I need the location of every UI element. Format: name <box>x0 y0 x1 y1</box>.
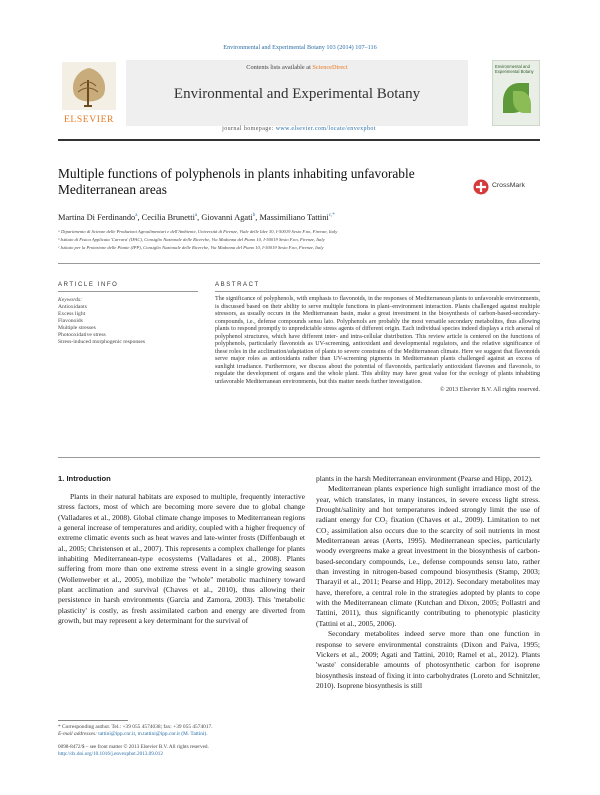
keyword: Photooxidative stress <box>58 332 106 338</box>
crossmark-badge[interactable]: CrossMark <box>473 177 543 199</box>
journal-homepage: journal homepage: www.elsevier.com/locat… <box>222 126 376 132</box>
abstract-text: The significance of polyphenols, with em… <box>215 296 540 386</box>
intro-column-left: Plants in their natural habitats are exp… <box>58 492 305 626</box>
header-rule <box>58 139 540 141</box>
homepage-link[interactable]: www.elsevier.com/locate/envexpbot <box>275 126 376 132</box>
corresponding-author-note: * Corresponding author. Tel.: +39 055 45… <box>58 724 213 730</box>
paragraph: Plants in their natural habitats are exp… <box>58 492 305 626</box>
elsevier-logo: ELSEVIER <box>58 60 120 126</box>
author-list: Martina Di Ferdinandoa, Cecilia Brunetti… <box>58 213 335 222</box>
section-rule <box>58 457 540 458</box>
affiliation: ᶜ Istituto per la Protezione delle Piant… <box>58 245 324 250</box>
affiliation: ᵇ Istituto di Fisica Applicata 'Carrara'… <box>58 237 325 242</box>
sciencedirect-link[interactable]: ScienceDirect <box>312 64 348 71</box>
divider <box>215 291 540 292</box>
doi-link[interactable]: http://dx.doi.org/10.1016/j.envexpbot.20… <box>58 751 163 757</box>
keywords-label: Keywords: <box>58 297 83 303</box>
keyword: Stress-induced morphogenic responses <box>58 339 145 345</box>
author[interactable]: Giovanni Agati <box>201 213 253 222</box>
keyword: Antioxidants <box>58 304 87 310</box>
keyword: Multiple stresses <box>58 325 96 331</box>
paragraph: Secondary metabolites indeed serve more … <box>316 629 540 690</box>
issn-line: 0098-8472/$ – see front matter © 2013 El… <box>58 744 209 750</box>
paragraph: Mediterranean plants experience high sun… <box>316 484 540 628</box>
journal-name: Environmental and Experimental Botany <box>173 86 421 102</box>
cover-title: Environmental and Experimental Botany <box>495 64 534 75</box>
keyword: Excess light <box>58 311 86 317</box>
keywords-block: Keywords: Antioxidants Excess light Flav… <box>58 297 198 346</box>
contents-line: Contents lists available at ScienceDirec… <box>246 64 348 71</box>
intro-column-right: plants in the harsh Mediterranean enviro… <box>316 474 540 691</box>
footnote-rule <box>58 720 128 721</box>
divider <box>58 291 198 292</box>
journal-banner: ELSEVIER Contents lists available at Sci… <box>58 60 540 137</box>
article-title: Multiple functions of polyphenols in pla… <box>58 166 415 197</box>
journal-cover: Environmental and Experimental Botany <box>492 60 540 126</box>
publisher-name: ELSEVIER <box>63 114 115 125</box>
abstract-body: The significance of polyphenols, with em… <box>215 296 540 394</box>
crossmark-label: CrossMark <box>492 182 525 189</box>
article-info-heading: ARTICLE INFO <box>58 282 119 288</box>
paragraph: plants in the harsh Mediterranean enviro… <box>316 474 533 483</box>
leaf-icon <box>513 91 531 113</box>
banner-center: Contents lists available at ScienceDirec… <box>126 60 468 126</box>
author[interactable]: Massimiliano Tattini <box>259 213 329 222</box>
author[interactable]: Martina Di Ferdinando <box>58 213 136 222</box>
author[interactable]: Cecilia Brunetti <box>141 213 195 222</box>
email-link[interactable]: tattini@ipp.cnr.it, m.tattini@ipp.cnr.it… <box>98 731 208 737</box>
running-head[interactable]: Environmental and Experimental Botany 10… <box>223 44 377 51</box>
email-note: E-mail addresses: tattini@ipp.cnr.it, m.… <box>58 731 208 737</box>
section-rule <box>58 263 540 264</box>
crossmark-icon <box>473 179 489 195</box>
keyword: Flavonoids <box>58 318 83 324</box>
abstract-heading: ABSTRACT <box>215 282 260 288</box>
intro-heading: 1. Introduction <box>58 474 111 483</box>
copyright: © 2013 Elsevier B.V. All rights reserved… <box>439 386 540 393</box>
affiliation: ᵃ Dipartimento di Scienze delle Produzio… <box>58 229 338 234</box>
